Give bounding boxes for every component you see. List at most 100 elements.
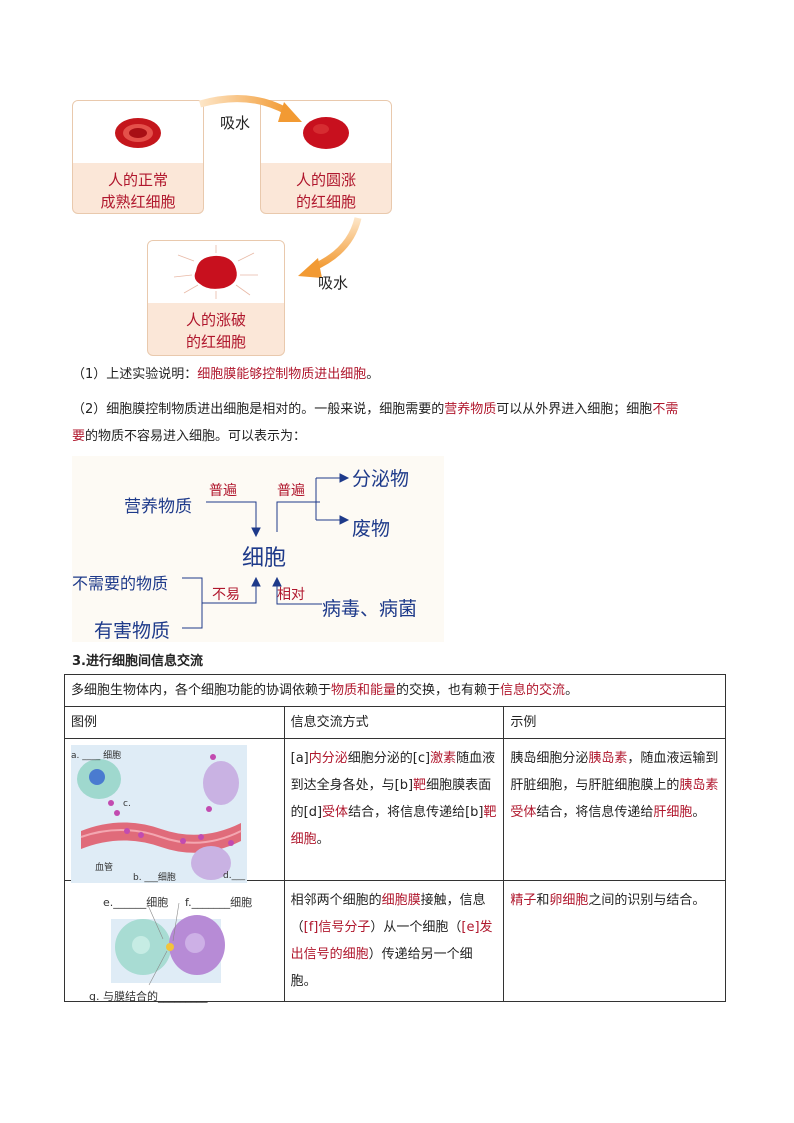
highlight-segment: 肝细胞 [653,805,693,820]
flow-diagram-lines [182,473,350,629]
text-segment: 结合，将信息传递给 [536,805,654,820]
paragraph-1: （1）上述实验说明：细胞膜能够控制物质进出细胞。 [72,361,732,388]
table-intro-row: 多细胞生物体内，各个细胞功能的协调依赖于物质和能量的交换，也有赖于信息的交流。 [64,674,726,707]
intro-text-b: 的交换，也有赖于 [396,683,501,698]
endocrine-example-text: 胰岛细胞分泌胰岛素，随血液运输到肝脏细胞，与肝脏细胞膜上的胰岛素受体结合，将信息… [510,751,718,820]
fig-label-b: b. ___细胞 [133,873,176,883]
text-segment: 随血液到达全身各处，与[b] [290,751,496,793]
header-method: 信息交流方式 [283,706,505,739]
p2-text-c: 的物质不容易进入细胞。可以表示为： [85,429,307,444]
relative-label: 相对 [277,587,305,603]
text-segment: 接触，信息（ [290,893,486,935]
box2-caption-line1: 人的圆涨 [295,171,356,189]
burst-rbc-image [173,245,258,299]
text-segment: [a] [290,751,309,766]
box3-caption-line2: 的红细胞 [185,333,246,351]
box1-caption-line1: 人的正常 [107,171,168,189]
absorb-water-label-1: 吸水 [220,114,251,132]
highlight-segment: 胰岛素 [588,751,628,766]
highlight-segment: 卵细胞 [549,893,589,908]
endocrine-signaling-illustration [77,754,242,880]
section-heading: 3.进行细胞间信息交流 [72,654,203,669]
box3-caption-line1: 人的涨破 [185,311,246,329]
common-label-2: 普遍 [277,483,305,499]
text-segment: 细胞膜表面的[d] [290,778,492,820]
endocrine-example-cell: 胰岛细胞分泌胰岛素，随血液运输到肝脏细胞，与肝脏细胞膜上的胰岛素受体结合，将信息… [503,738,726,881]
nutrients-label: 营养物质 [124,497,192,517]
contact-method-cell: 相邻两个细胞的细胞膜接触，信息（[f]信号分子）从一个细胞（[e]发出信号的细胞… [283,880,505,1002]
box1-caption-line2: 成熟红细胞 [100,193,176,211]
substance-flow-diagram: 营养物质 普遍 普遍 分泌物 废物 细胞 不需要的物质 有害物质 不易 相对 病… [72,456,444,642]
text-segment: 之间的识别与结合。 [588,893,706,908]
intro-highlight-1: 物质和能量 [331,683,397,698]
absorb-arrows [199,95,362,278]
normal-rbc-image [115,118,161,148]
text-segment: ）从一个细胞（ [370,920,462,935]
contact-figure-cell: e.______细胞 f._______细胞 g. 与膜结合的_________ [64,880,285,1003]
text-segment: 结合，将信息传递给[b] [348,805,484,820]
paragraph-2: （2）细胞膜控制物质进出细胞是相对的。一般来说，细胞需要的营养物质可以从外界进入… [72,396,732,450]
intro-text-a: 多细胞生物体内，各个细胞功能的协调依赖于 [71,683,332,698]
highlight-segment: 靶细胞 [290,805,497,847]
highlight-segment: [f]信号分子 [303,920,371,935]
harmful-substances-label: 有害物质 [94,620,171,642]
text-segment: 胰岛细胞分泌 [510,751,589,766]
text-segment: 和 [536,893,550,908]
common-label-1: 普遍 [209,483,237,499]
highlight-segment: 内分泌 [308,751,348,766]
text-segment: 细胞分泌的[c] [347,751,431,766]
text-segment: ）传递给另一个细胞。 [290,947,473,989]
highlight-segment: 激素 [430,751,457,766]
endocrine-method-text: [a]内分泌细胞分泌的[c]激素随血液到达全身各处，与[b]靶细胞膜表面的[d]… [291,751,497,847]
contact-example-cell: 精子和卵细胞之间的识别与结合。 [503,880,726,1002]
absorb-water-label-2: 吸水 [318,274,349,292]
table-intro-cell: 多细胞生物体内，各个细胞功能的协调依赖于物质和能量的交换，也有赖于信息的交流。 [64,674,726,707]
table-header-row: 图例 信息交流方式 示例 [64,706,726,739]
p2-text-b: 可以从外界进入细胞；细胞 [496,402,653,417]
text-segment: ，随血液运输到肝脏细胞，与肝脏细胞膜上的 [510,751,719,793]
highlight-segment: 受体 [322,805,349,820]
waste-label: 废物 [352,518,391,540]
header-legend: 图例 [64,706,285,739]
endocrine-method-cell: [a]内分泌细胞分泌的[c]激素随血液到达全身各处，与[b]靶细胞膜表面的[d]… [283,738,505,881]
p2-highlight-3: 要 [72,429,86,444]
highlight-segment: 精子 [510,893,537,908]
unneeded-substances-label: 不需要的物质 [72,574,169,593]
intro-highlight-2: 信息的交流 [500,683,566,698]
p2-highlight-2: 不需 [652,402,679,417]
header-example: 示例 [503,706,726,739]
fig-label-c: c. [123,799,131,809]
p2-highlight-1: 营养物质 [444,402,497,417]
contact-figure: e.______细胞 f._______细胞 g. 与膜结合的_________ [79,889,279,1003]
text-segment: 相邻两个细胞的 [290,893,382,908]
info-exchange-table: 多细胞生物体内，各个细胞功能的协调依赖于物质和能量的交换，也有赖于信息的交流。 … [64,674,726,1003]
rbc-normal-box: 人的正常 成熟红细胞 [72,100,204,214]
box2-caption-line2: 的红细胞 [295,193,356,211]
rbc-burst-box: 人的涨破 的红细胞 [147,240,285,356]
rbc-swollen-box: 人的圆涨 的红细胞 [260,100,392,214]
p2-text-a: （2）细胞膜控制物质进出细胞是相对的。一般来说，细胞需要的 [72,402,445,417]
highlight-segment: 细胞膜 [381,893,421,908]
endocrine-figure: a. ____ 细胞 c. 血管 b. ___细胞 d.___ [71,745,247,883]
contact-method-text: 相邻两个细胞的细胞膜接触，信息（[f]信号分子）从一个细胞（[e]发出信号的细胞… [291,893,493,989]
fig-label-f: f._______细胞 [185,896,253,909]
not-easy-label: 不易 [212,587,240,603]
table-row-contact: e.______细胞 f._______细胞 g. 与膜结合的_________… [64,880,726,1003]
virus-bacteria-label: 病毒、病菌 [322,598,418,620]
p1-highlight: 细胞膜能够控制物质进出细胞 [197,367,367,382]
intro-text-c: 。 [565,683,579,698]
contact-example-text: 精子和卵细胞之间的识别与结合。 [510,893,705,908]
highlight-segment: 靶 [413,778,427,793]
table-row-endocrine: a. ____ 细胞 c. 血管 b. ___细胞 d.___ [a]内分泌细胞… [64,738,726,883]
highlight-segment: [e]发出信号的细胞 [290,920,493,962]
p1-suffix: 。 [366,367,380,382]
swollen-rbc-image [303,117,349,149]
fig-label-vessel: 血管 [95,863,114,873]
fig-label-g: g. 与膜结合的_________ [89,990,208,1003]
endocrine-figure-cell: a. ____ 细胞 c. 血管 b. ___细胞 d.___ [64,738,285,883]
fig-label-d: d.___ [223,871,246,881]
fig-label-e: e.______细胞 [103,896,169,909]
cell-contact-illustration [115,902,225,986]
text-segment: 。 [316,832,330,847]
text-segment: 。 [692,805,706,820]
